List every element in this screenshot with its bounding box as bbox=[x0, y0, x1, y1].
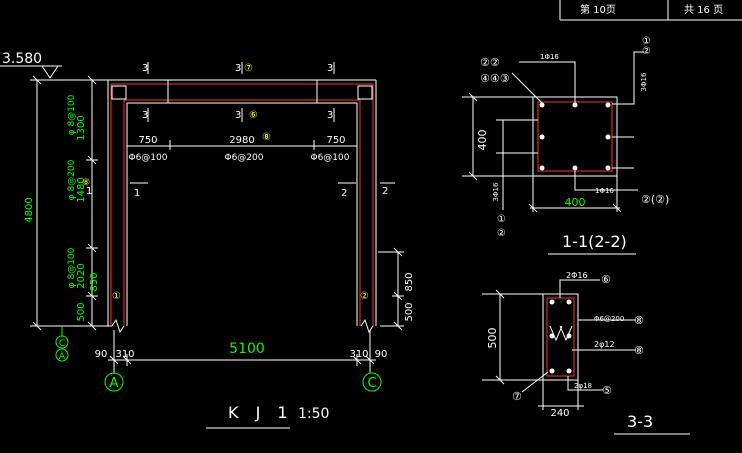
title-block bbox=[559, 0, 742, 21]
dim-500-right: 500 bbox=[404, 302, 415, 321]
cut-3-top-right: 3 bbox=[327, 63, 333, 74]
span-5100: 5100 bbox=[229, 341, 265, 357]
frame-scale: 1:50 bbox=[298, 406, 329, 422]
sheet-total-label: 共 16 页 bbox=[684, 4, 723, 16]
section-3-height: 500 bbox=[486, 328, 499, 349]
cut-3-top-left: 3 bbox=[142, 63, 148, 74]
section-1-bottom-bar: 1Φ16 bbox=[595, 187, 614, 195]
section-1-mark-1: ① bbox=[642, 36, 651, 47]
section-3-drawing bbox=[542, 293, 579, 381]
frame-outline bbox=[107, 79, 377, 334]
bar-mark-6-beam: ⑥ bbox=[249, 110, 258, 121]
dim-1300: 1300 bbox=[76, 115, 87, 140]
dim-850-right: 850 bbox=[404, 272, 415, 291]
cut-3-bot-right: 3 bbox=[327, 110, 333, 121]
section-1-bottom-mark-1: ① bbox=[497, 214, 506, 225]
axis-bubbles bbox=[55, 326, 382, 392]
bar-mark-8-beam: ⑧ bbox=[262, 132, 271, 143]
bar-mark-8-col: ⑧ bbox=[82, 178, 90, 188]
cut-3-top-mid: 3 bbox=[235, 63, 241, 74]
elevation-marker bbox=[0, 65, 62, 79]
frame-name: K J 1 bbox=[228, 403, 294, 422]
edge-90-right: 90 bbox=[375, 349, 388, 360]
section-cut-marks bbox=[130, 62, 395, 184]
dim-850-left: 850 bbox=[89, 272, 100, 291]
section-3-width: 240 bbox=[550, 408, 569, 419]
section-1-left-bar: 3Φ16 bbox=[492, 182, 500, 201]
section-3-leaders bbox=[482, 279, 636, 410]
axis-a-small: A bbox=[59, 352, 66, 362]
section-1-width: 400 bbox=[565, 196, 586, 209]
cut-3-bot-left: 3 bbox=[142, 110, 148, 121]
span-750-left: 750 bbox=[138, 135, 157, 146]
beam-span-dimension bbox=[126, 140, 358, 150]
section-3-stirrup: Φ6@200 bbox=[594, 315, 624, 323]
cut-1-left: 1 bbox=[134, 188, 140, 199]
section-3-left-mark: ⑦ bbox=[512, 390, 522, 403]
beam-stirrup-right: Φ6@100 bbox=[311, 153, 350, 163]
section-1-right-bar: 3Φ16 bbox=[640, 72, 648, 91]
cut-2-outer: 2 bbox=[382, 186, 388, 197]
section-1-title: 1-1(2-2) bbox=[562, 232, 627, 251]
section-1-bottom-right: ②(②) bbox=[641, 193, 669, 206]
section-3-top-bar: 2Φ16 bbox=[566, 271, 588, 280]
section-1-bars bbox=[539, 102, 611, 171]
span-2980: 2980 bbox=[229, 135, 254, 146]
axis-c-small: C bbox=[59, 339, 65, 349]
section-3-top-mark: ⑥ bbox=[601, 273, 611, 286]
section-1-label-22: ②② bbox=[480, 56, 500, 69]
edge-310-left: 310 bbox=[115, 349, 134, 360]
sheet-number-label: 第 10页 bbox=[580, 3, 616, 16]
section-3-title: 3-3 bbox=[627, 412, 653, 431]
section-1-label-443: ④④③ bbox=[480, 72, 510, 85]
section-1-leaders bbox=[462, 51, 644, 213]
beam-stirrup-mid: Φ6@200 bbox=[225, 153, 264, 163]
section-3-bars bbox=[549, 299, 572, 374]
dim-500-left: 500 bbox=[76, 302, 87, 321]
section-3-bottom-bar: 2φ18 bbox=[574, 382, 592, 390]
section-3-mid-mark: ⑧ bbox=[634, 344, 644, 357]
elevation-value: 3.580 bbox=[2, 51, 42, 67]
section-1-drawing bbox=[532, 96, 618, 177]
section-3-stirrup-mark: ⑧ bbox=[634, 314, 644, 327]
bar-mark-2: ② bbox=[360, 291, 369, 302]
dim-4800: 4800 bbox=[24, 197, 35, 222]
section-3-bottom-mark: ⑤ bbox=[602, 384, 612, 397]
edge-90-left: 90 bbox=[95, 349, 108, 360]
span-750-right: 750 bbox=[326, 135, 345, 146]
bottom-span-dimension bbox=[108, 330, 376, 372]
section-3-mid-bar: 2φ12 bbox=[594, 340, 615, 349]
section-1-height: 400 bbox=[476, 130, 489, 151]
stirrup-col-mid: φ 8@200 bbox=[67, 159, 77, 200]
axis-a: A bbox=[110, 376, 119, 391]
section-1-mark-2: ② bbox=[642, 46, 651, 57]
dim-1480: 1480 bbox=[76, 177, 87, 202]
section-1-top-bar: 1Φ16 bbox=[540, 53, 559, 61]
bar-mark-7-top: ⑦ bbox=[244, 63, 253, 74]
axis-c: C bbox=[367, 376, 376, 391]
right-dimension-chain bbox=[378, 247, 404, 331]
edge-310-right: 310 bbox=[349, 349, 368, 360]
section-1-bottom-mark-2: ② bbox=[497, 228, 506, 239]
bar-mark-1: ① bbox=[112, 291, 121, 302]
dim-2020: 2020 bbox=[76, 263, 87, 288]
cut-1-outer: 1 bbox=[86, 186, 92, 197]
cut-2-right: 2 bbox=[341, 188, 347, 199]
cut-3-bot-mid: 3 bbox=[235, 110, 241, 121]
stirrup-col-top: φ 8@100 bbox=[67, 94, 77, 135]
stirrup-col-bottom: φ 8@100 bbox=[67, 247, 77, 288]
beam-stirrup-left: Φ6@100 bbox=[129, 153, 168, 163]
vertical-dimension-chain bbox=[30, 75, 112, 331]
